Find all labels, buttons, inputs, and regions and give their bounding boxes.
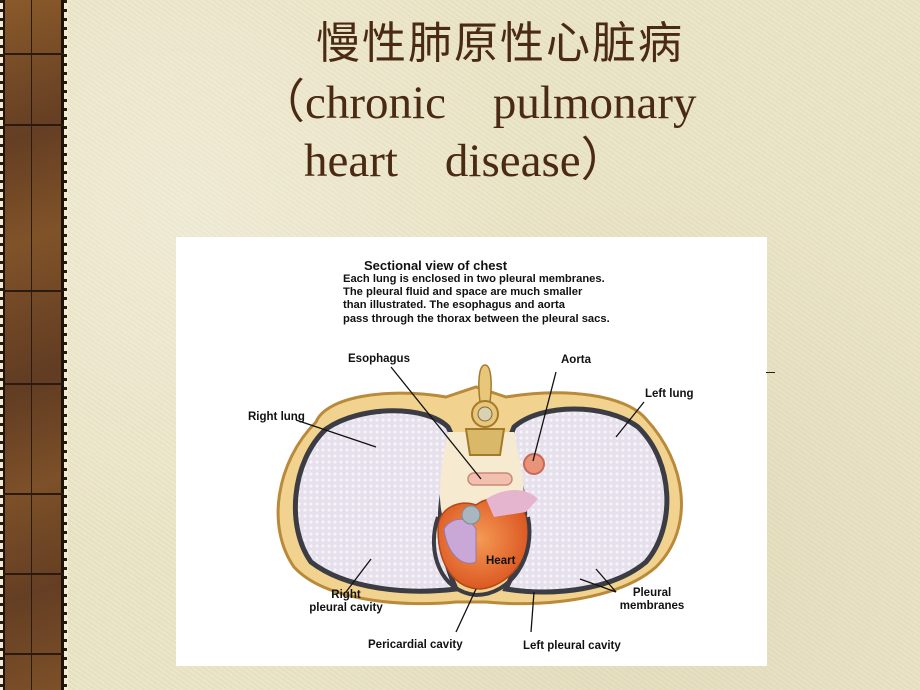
- stray-dash-mark: [766, 372, 775, 373]
- border-ticks-left: [0, 0, 3, 690]
- chest-section-figure: Sectional view of chest Each lung is enc…: [176, 237, 767, 666]
- border-grid-line: [3, 383, 64, 385]
- border-grid-line: [3, 653, 64, 655]
- label-left-pleural-cavity: Left pleural cavity: [523, 640, 621, 652]
- caption-line: The pleural fluid and space are much sma…: [343, 286, 583, 299]
- border-grid-vertical: [31, 0, 32, 690]
- border-grid-line: [3, 573, 64, 575]
- figure-caption: Each lung is enclosed in two pleural mem…: [343, 273, 610, 326]
- border-panel: [3, 0, 64, 690]
- vertebra-shape: [464, 364, 506, 456]
- esophagus-shape: [467, 472, 513, 486]
- border-grid-line: [3, 493, 64, 495]
- right-lung-shape: [292, 408, 460, 594]
- label-pericardial-cavity: Pericardial cavity: [368, 639, 463, 651]
- border-ticks-right: [64, 0, 67, 690]
- label-heart: Heart: [486, 555, 516, 567]
- label-esophagus: Esophagus: [348, 353, 410, 365]
- caption-line: Each lung is enclosed in two pleural mem…: [343, 273, 605, 285]
- chest-cross-section-illustration: [276, 364, 683, 633]
- aorta-shape: [523, 453, 545, 475]
- border-grid-line: [3, 124, 64, 126]
- label-right-pleural-cavity: Right pleural cavity: [309, 589, 383, 614]
- title-chinese: 慢性肺原性心脏病: [316, 18, 684, 69]
- leader-lines: [295, 366, 645, 633]
- label-aorta: Aorta: [561, 354, 592, 366]
- border-grid-line: [3, 53, 64, 55]
- caption-line: pass through the thorax between the pleu…: [343, 312, 610, 325]
- caption-line: than illustrated. The esophagus and aort…: [343, 299, 565, 312]
- label-left-lung: Left lung: [645, 388, 694, 400]
- title-english-line1: （chronic pulmonary: [258, 77, 697, 129]
- figure-heading: Sectional view of chest: [364, 258, 508, 273]
- slide-title: 慢性肺原性心脏病 （chronic pulmonary heart diseas…: [240, 14, 800, 190]
- label-right-lung: Right lung: [248, 411, 305, 423]
- decorative-left-border: [0, 0, 68, 690]
- title-english-line2: heart disease）: [304, 135, 628, 187]
- label-pleural-membranes: Pleural membranes: [619, 587, 685, 612]
- border-grid-line: [3, 290, 64, 292]
